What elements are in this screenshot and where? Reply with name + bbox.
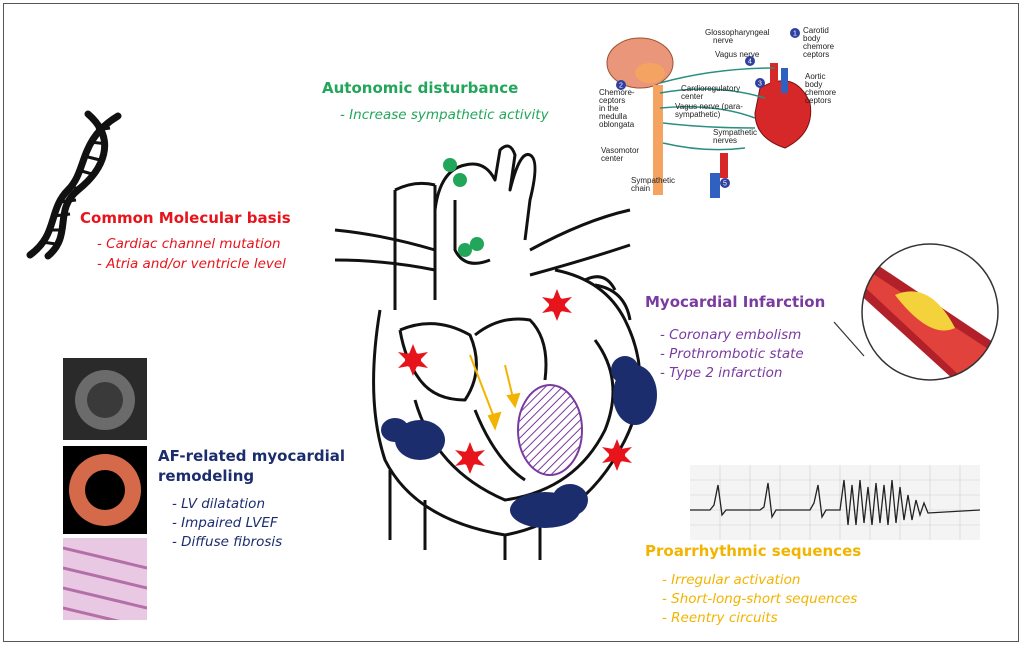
svg-text:4: 4 — [748, 59, 752, 66]
svg-text:Vasomotor: Vasomotor — [601, 146, 639, 155]
svg-text:chemore: chemore — [803, 42, 835, 51]
label-glossopharyngeal: Glossopharyngeal — [705, 28, 770, 37]
svg-text:ceptors: ceptors — [805, 96, 831, 105]
molecular-item: - Atria and/or ventricle level — [97, 256, 286, 272]
svg-text:ceptors: ceptors — [599, 96, 625, 105]
proarrhythmic-title: Proarrhythmic sequences — [645, 542, 862, 560]
arrhythmic-foci — [398, 289, 632, 474]
svg-text:in the: in the — [599, 104, 619, 113]
remodeling-item: - Diffuse fibrosis — [172, 534, 283, 550]
dna-helix-icon — [26, 110, 122, 260]
mri-image — [63, 358, 147, 440]
heart-diagram — [334, 144, 657, 560]
proarrhythmic-item: - Short-long-short sequences — [662, 591, 858, 607]
infarction-item: - Type 2 infarction — [660, 365, 783, 381]
remodeling-title-line2: remodeling — [158, 467, 255, 485]
infarction-item: - Prothrombotic state — [660, 346, 804, 362]
molecular-title: Common Molecular basis — [80, 209, 291, 227]
svg-text:medulla: medulla — [599, 112, 628, 121]
infarction-pointer-line — [833, 321, 865, 357]
autonomic-item: - Increase sympathetic activity — [340, 107, 549, 123]
svg-text:Cardioregulatory: Cardioregulatory — [681, 84, 740, 93]
svg-text:ceptors: ceptors — [803, 50, 829, 59]
svg-text:center: center — [601, 154, 624, 163]
remodeling-title-line1: AF-related myocardial — [158, 447, 346, 465]
remodeling-item: - LV dilatation — [172, 496, 265, 512]
svg-text:Aortic: Aortic — [805, 72, 825, 81]
label-vagus: Vagus nerve — [715, 50, 760, 59]
svg-text:1: 1 — [793, 31, 797, 38]
fibrosis-scar — [381, 356, 657, 528]
svg-text:sympathetic): sympathetic) — [675, 110, 721, 119]
svg-text:nerve: nerve — [713, 36, 734, 45]
svg-text:Vagus nerve (para-: Vagus nerve (para- — [675, 102, 743, 111]
autonomic-nerve-illustration: 1 4 3 2 5 Glossopharyngeal nerve Vagus n… — [595, 23, 840, 203]
svg-text:3: 3 — [758, 81, 762, 88]
tissue-section-image — [63, 446, 147, 534]
infarct-zone — [517, 384, 583, 476]
svg-text:Sympathetic: Sympathetic — [713, 128, 757, 137]
ganglia-dots — [443, 158, 484, 257]
molecular-item: - Cardiac channel mutation — [97, 236, 281, 252]
svg-text:5: 5 — [723, 181, 727, 188]
proarrhythmic-item: - Reentry circuits — [662, 610, 778, 626]
svg-text:oblongata: oblongata — [599, 120, 635, 129]
svg-text:chemore: chemore — [805, 88, 837, 97]
svg-text:nerves: nerves — [713, 136, 737, 145]
infarction-item: - Coronary embolism — [660, 327, 802, 343]
svg-text:2: 2 — [619, 83, 623, 90]
histology-image — [63, 538, 147, 620]
conduction-arrows — [469, 354, 521, 431]
ecg-strip — [690, 465, 980, 540]
coronary-thrombus-illustration — [861, 243, 999, 381]
autonomic-title: Autonomic disturbance — [322, 79, 519, 97]
svg-text:center: center — [681, 92, 704, 101]
svg-text:chain: chain — [631, 184, 650, 193]
svg-text:Chemore-: Chemore- — [599, 88, 635, 97]
proarrhythmic-item: - Irregular activation — [662, 572, 801, 588]
svg-text:body: body — [803, 34, 820, 43]
svg-text:Carotid: Carotid — [803, 26, 829, 35]
infarction-title: Myocardial Infarction — [645, 293, 826, 311]
svg-text:body: body — [805, 80, 822, 89]
remodeling-item: - Impaired LVEF — [172, 515, 278, 531]
svg-text:Sympathetic: Sympathetic — [631, 176, 675, 185]
